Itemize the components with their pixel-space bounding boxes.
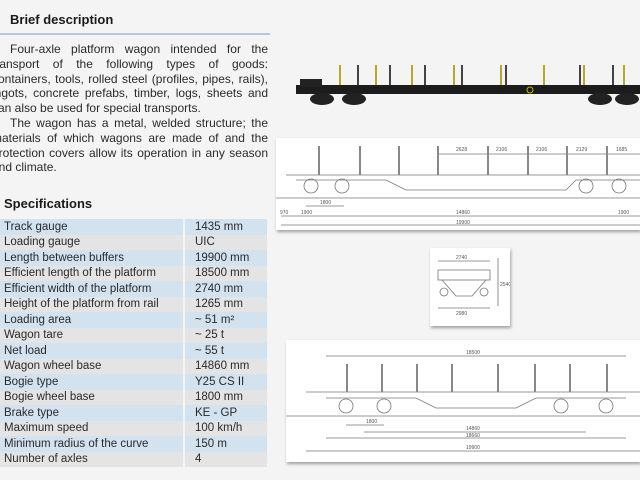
- spec-value: Y25 CS II: [184, 374, 269, 390]
- heading-divider: [0, 33, 270, 35]
- dim-label: 14860: [456, 210, 470, 216]
- spec-value: ~ 25 t: [184, 327, 269, 343]
- spec-value: 2740 mm: [184, 281, 269, 297]
- spec-row: Wagon tare~ 25 t: [0, 327, 269, 343]
- dim-label: 1685: [616, 147, 627, 153]
- dim-label: 18660: [466, 433, 480, 439]
- dim-label: 19900: [466, 445, 480, 451]
- dim-label: 2106: [536, 147, 547, 153]
- spec-value: 4: [184, 451, 269, 467]
- dim-label: 18500: [466, 350, 480, 356]
- spec-label: Bogie wheel base: [0, 389, 185, 405]
- spec-label: Loading gauge: [0, 234, 185, 250]
- spec-value: ~ 55 t: [184, 343, 269, 359]
- spec-label: Maximum speed: [0, 420, 185, 436]
- brief-description-heading: Brief description: [10, 12, 114, 27]
- spec-value: KE - GP: [184, 405, 269, 421]
- description-paragraph: Four-axle platform wagon intended for th…: [0, 42, 268, 116]
- dim-label: 2740: [456, 255, 467, 261]
- bottom-elevation-drawing: 18500 1800 14860 18660 19900: [286, 340, 640, 462]
- dim-label: 2129: [576, 147, 587, 153]
- dim-label: 2628: [456, 147, 467, 153]
- spec-value: 1800 mm: [184, 389, 269, 405]
- dim-label: 2540: [500, 282, 510, 288]
- spec-label: Minimum radius of the curve: [0, 436, 185, 452]
- spec-label: Wagon wheel base: [0, 358, 185, 374]
- spec-value: 1265 mm: [184, 296, 269, 312]
- spec-label: Length between buffers: [0, 250, 185, 266]
- spec-value: 100 km/h: [184, 420, 269, 436]
- spec-label: Efficient width of the platform: [0, 281, 185, 297]
- brief-description-text: Four-axle platform wagon intended for th…: [0, 42, 268, 175]
- spec-label: Track gauge: [0, 219, 185, 235]
- spec-value: 150 m: [184, 436, 269, 452]
- spec-value: 19900 mm: [184, 250, 269, 266]
- spec-label: Efficient length of the platform: [0, 265, 185, 281]
- dim-label: 2980: [456, 311, 467, 317]
- dim-label: 1800: [366, 419, 377, 425]
- spec-label: Loading area: [0, 312, 185, 328]
- spec-value: ~ 51 m²: [184, 312, 269, 328]
- end-view-drawing: 2740 2980 2540: [430, 248, 511, 326]
- spec-label: Number of axles: [0, 451, 185, 467]
- description-paragraph: The wagon has a metal, welded structure;…: [0, 115, 268, 175]
- dim-label: 2106: [496, 147, 507, 153]
- spec-label: Height of the platform from rail: [0, 296, 185, 312]
- spec-label: Bogie type: [0, 374, 185, 390]
- dim-label: 19900: [456, 220, 470, 226]
- spec-value: 1435 mm: [184, 219, 269, 235]
- spec-value: UIC: [184, 234, 269, 250]
- spec-value: 18500 mm: [184, 265, 269, 281]
- spec-label: Brake type: [0, 405, 185, 421]
- spec-row: Net load~ 55 t: [0, 343, 269, 359]
- side-elevation-drawing: 2628 2106 2106 2129 1685 1800 970 1900 1…: [276, 138, 640, 230]
- spec-label: Net load: [0, 343, 185, 359]
- dim-label: 1900: [618, 210, 629, 216]
- spec-value: 14860 mm: [184, 358, 269, 374]
- dim-label: 1800: [320, 200, 331, 206]
- dim-label: 1900: [301, 210, 312, 216]
- dim-label: 14860: [466, 426, 480, 432]
- spec-row: Loading area~ 51 m²: [0, 312, 269, 328]
- dim-label: 970: [280, 210, 289, 216]
- wagon-photo: [296, 65, 640, 105]
- spec-label: Wagon tare: [0, 327, 185, 343]
- specifications-heading: Specifications: [4, 196, 93, 211]
